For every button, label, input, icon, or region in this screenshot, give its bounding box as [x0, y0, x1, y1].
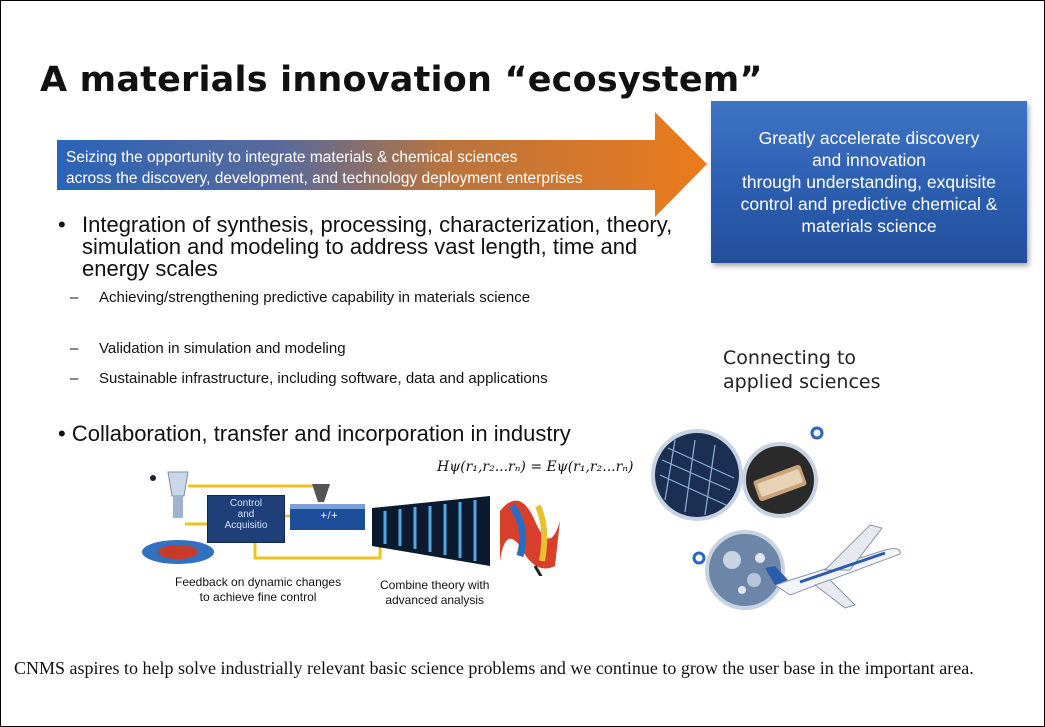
caption-feedback-line1: Feedback on dynamic changes — [175, 575, 342, 589]
sub-bullet-2: – Validation in simulation and modeling — [58, 340, 638, 358]
arrow-shape — [57, 112, 707, 217]
battery-image — [742, 442, 818, 518]
sub-bullet-1: – Achieving/strengthening predictive cap… — [58, 289, 638, 307]
slide-title: A materials innovation “ecosystem” — [40, 60, 763, 100]
caption-feedback: Feedback on dynamic changes to achieve f… — [175, 575, 341, 605]
sub-bullet-3: – Sustainable infrastructure, including … — [58, 370, 638, 388]
dash-marker: – — [70, 370, 79, 387]
dash-marker: – — [70, 340, 79, 357]
solar-panel-image — [651, 429, 743, 521]
goal-line: and innovation — [812, 150, 926, 170]
deposition-stage-icon: +/+ — [290, 484, 365, 530]
molecules-image — [705, 530, 785, 610]
footer-text: CNMS aspires to help solve industrially … — [14, 658, 974, 678]
control-box-line2: and — [237, 509, 255, 520]
sub-bullet-3-text: Sustainable infrastructure, including so… — [99, 370, 548, 387]
bullet-dot: • — [58, 212, 66, 237]
goal-line: materials science — [801, 216, 937, 236]
bullet-dot: • — [58, 421, 66, 446]
bullet-main-2: • Collaboration, transfer and incorporat… — [58, 422, 571, 446]
caption-feedback-line2: to achieve fine control — [199, 590, 317, 604]
control-box-line1: Control — [229, 498, 263, 509]
molecule-structure-icon — [500, 500, 560, 576]
goal-box: Greatly accelerate discovery and innovat… — [711, 101, 1027, 263]
connecting-line1: Connecting to — [723, 347, 857, 369]
connecting-line2: applied sciences — [723, 371, 881, 393]
goal-line: control and predictive chemical & — [740, 194, 998, 214]
caption-theory-line1: Combine theory with — [380, 578, 490, 592]
schrodinger-equation: Hψ(r₁,r₂...rₙ) = Eψ(r₁,r₂...rₙ) — [437, 459, 634, 475]
connecting-text: Connecting to applied sciences — [723, 346, 881, 394]
bullet-main-2-text: Collaboration, transfer and incorporatio… — [71, 421, 571, 446]
caption-theory-line2: advanced analysis — [385, 593, 485, 607]
control-box-line3: Acquisitio — [224, 520, 268, 531]
goal-line: Greatly accelerate discovery — [758, 128, 980, 148]
sub-bullet-1-text: Achieving/strengthening predictive capab… — [99, 289, 531, 306]
arrow-text-line2: across the discovery, development, and t… — [66, 170, 583, 187]
control-acquisition-box: Control and Acquisitio — [207, 495, 285, 543]
arrow-text-line1: Seizing the opportunity to integrate mat… — [66, 149, 518, 166]
airplane-image — [765, 524, 901, 609]
supercomputer-icon — [372, 496, 490, 566]
svg-text:+/+: +/+ — [320, 511, 338, 521]
decor-ring — [810, 426, 824, 440]
decor-ring — [692, 551, 706, 565]
caption-theory: Combine theory with advanced analysis — [380, 578, 489, 608]
applied-sciences-images — [651, 426, 901, 610]
goal-line: through understanding, exquisite — [742, 172, 996, 192]
sub-bullet-2-text: Validation in simulation and modeling — [99, 340, 346, 357]
arrow-text: Seizing the opportunity to integrate mat… — [66, 147, 706, 189]
microscope-icon — [142, 471, 214, 564]
dash-marker: – — [70, 289, 79, 306]
bullet-main-1-text: Integration of synthesis, processing, ch… — [82, 212, 673, 281]
bullet-main-1: • Integration of synthesis, processing, … — [58, 214, 698, 280]
